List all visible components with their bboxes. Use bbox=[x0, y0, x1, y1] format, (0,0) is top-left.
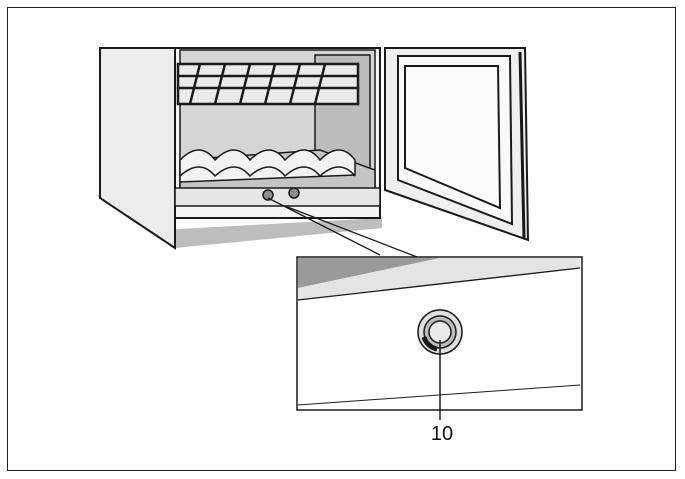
leader-lines bbox=[267, 197, 431, 263]
magnified-inset bbox=[296, 256, 583, 420]
door bbox=[384, 47, 530, 242]
knob-left bbox=[262, 189, 274, 201]
knob-right bbox=[288, 187, 300, 199]
callout-label-10: 10 bbox=[430, 423, 454, 445]
wire-shelf bbox=[176, 62, 360, 106]
control-knob bbox=[417, 309, 463, 355]
control-strip bbox=[174, 187, 381, 207]
bottom-rack bbox=[179, 149, 356, 183]
